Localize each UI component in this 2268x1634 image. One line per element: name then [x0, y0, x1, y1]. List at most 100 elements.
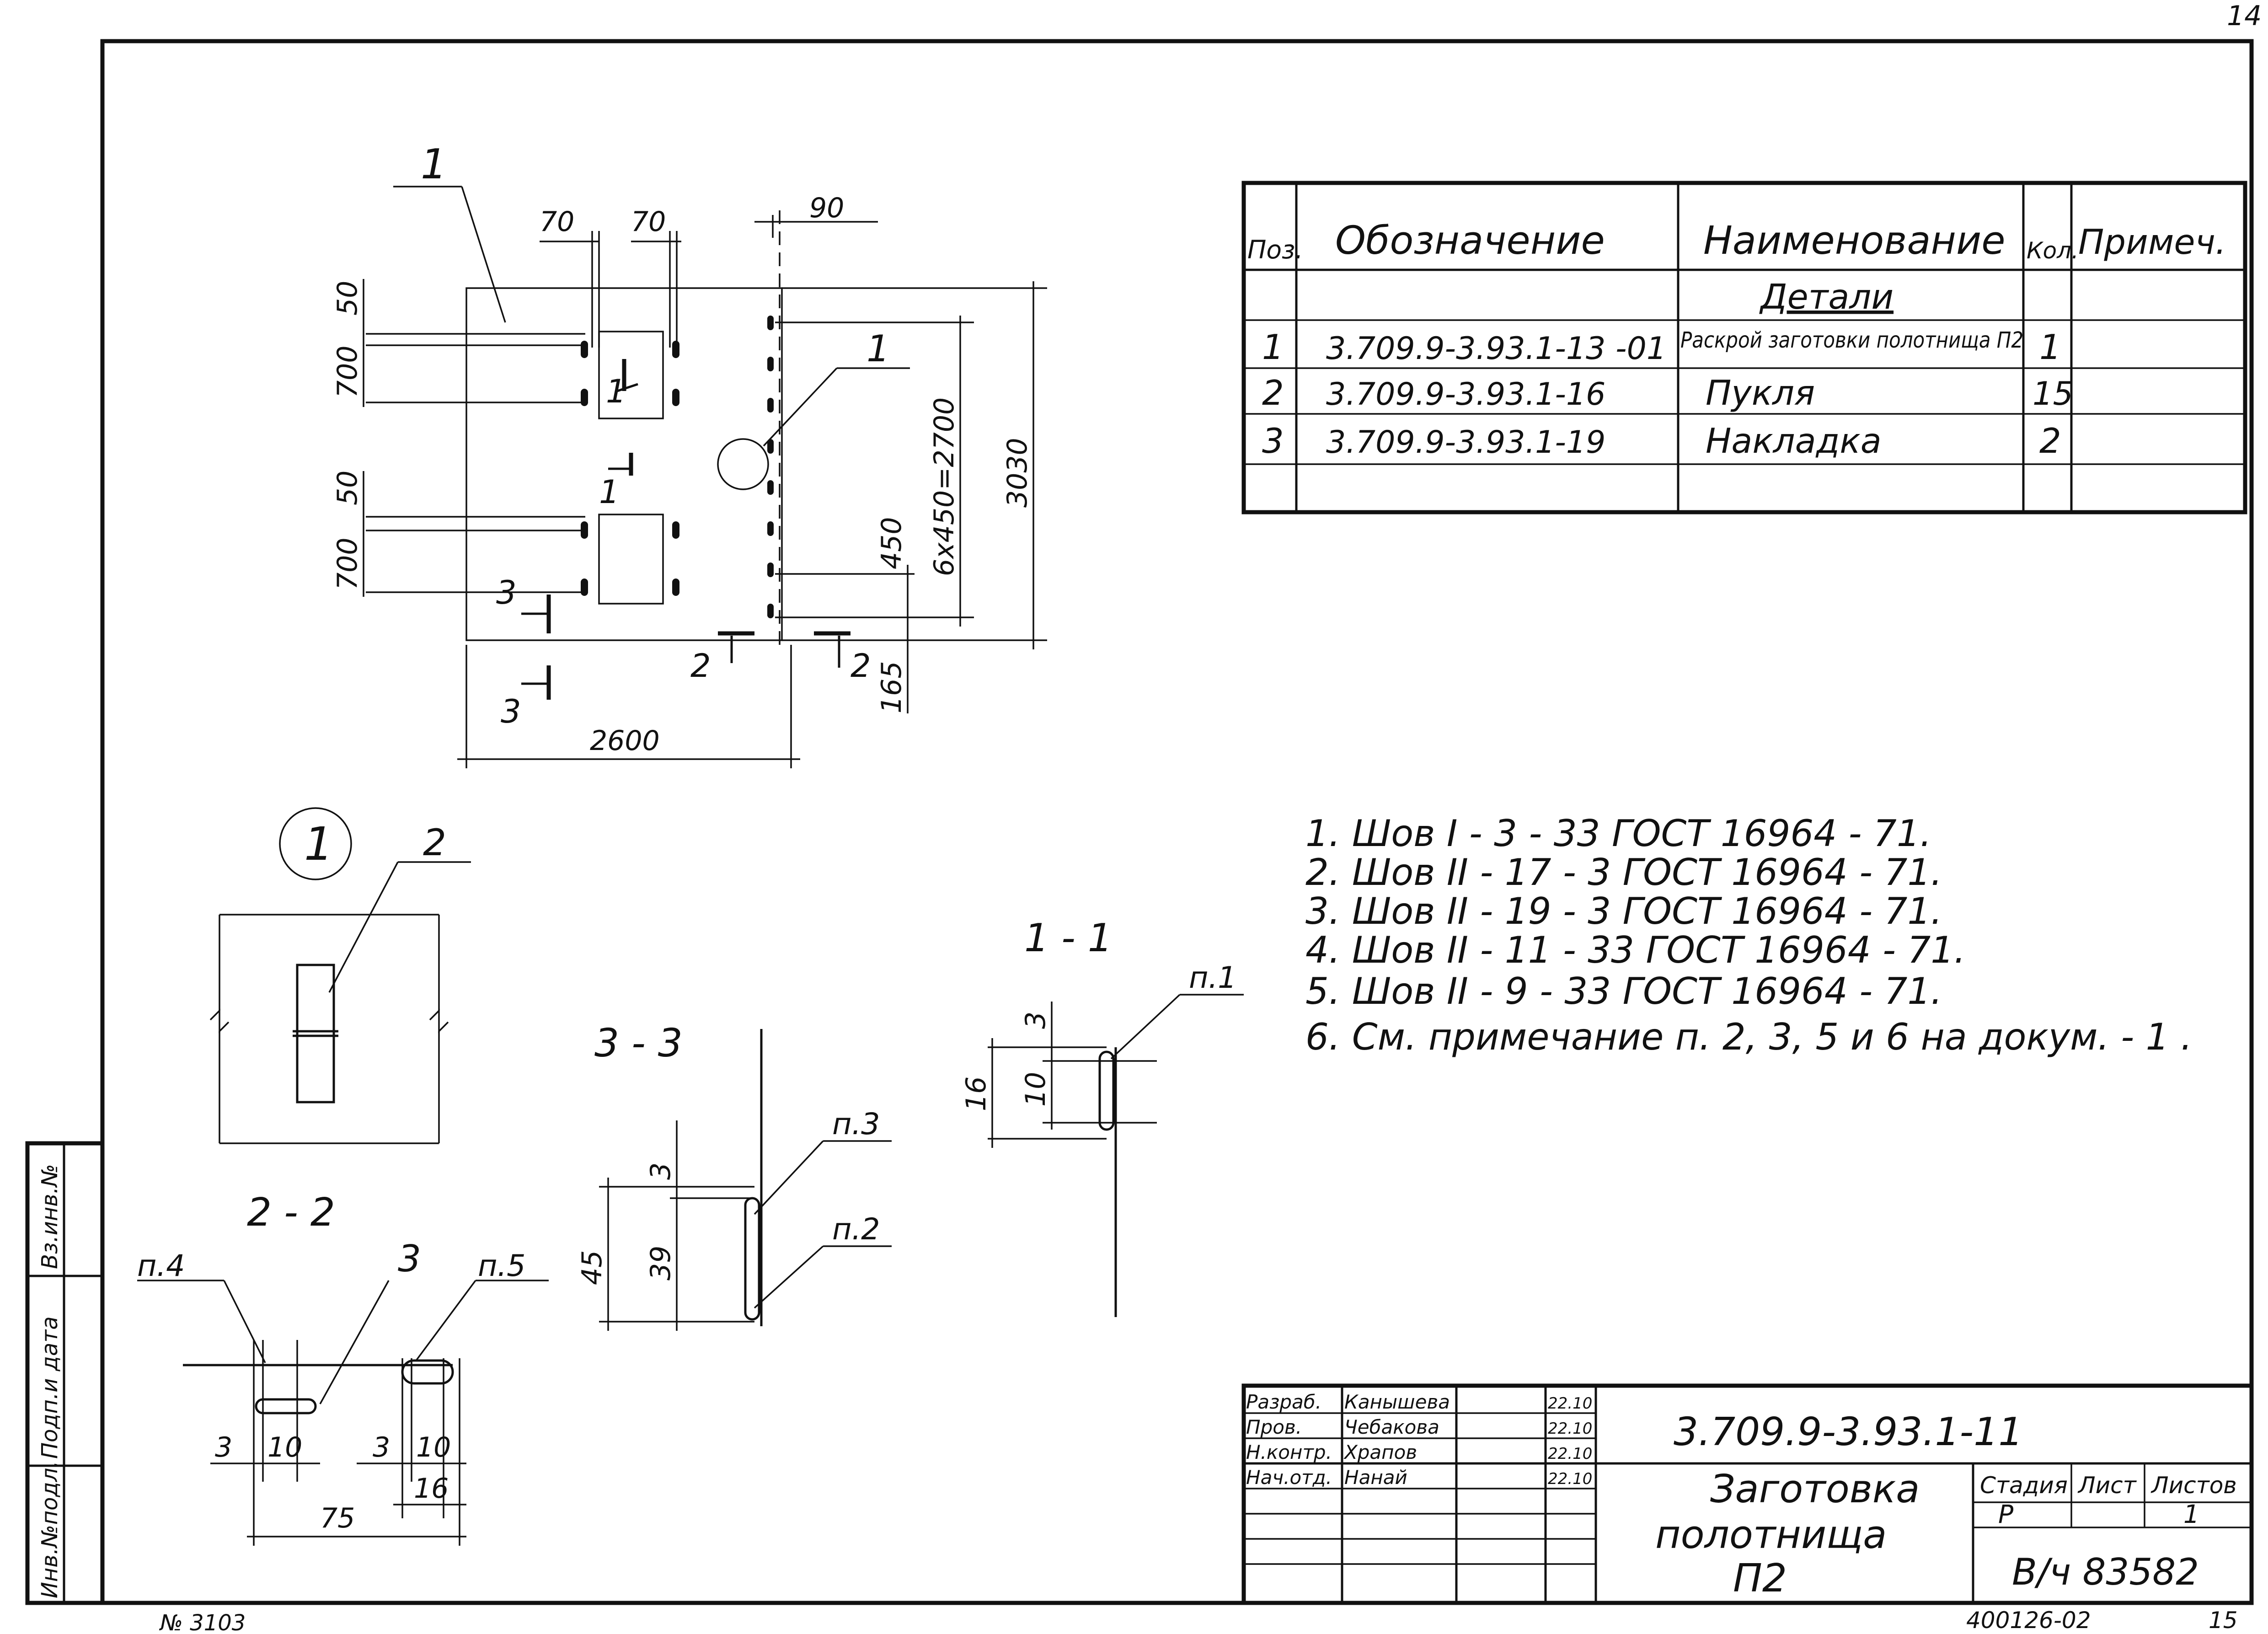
header-qty: Кол.: [2027, 237, 2079, 264]
svg-text:3.709.9-3.93.1-13 -01: 3.709.9-3.93.1-13 -01: [1326, 331, 1666, 367]
svg-text:50: 50: [332, 471, 364, 505]
detail-circle-marker: [717, 438, 769, 490]
section-title: 2 - 2: [247, 1190, 335, 1235]
svg-text:2: 2: [850, 647, 871, 685]
svg-text:3: 3: [373, 1431, 390, 1463]
svg-text:Н.контр.: Н.контр.: [1246, 1441, 1332, 1463]
side-stamp: Инв.№подл. Подп.и дата Вз.инв.№: [25, 1141, 105, 1605]
svg-text:Вз.инв.№: Вз.инв.№: [37, 1164, 63, 1269]
svg-text:п.4: п.4: [137, 1249, 185, 1283]
section-2-2: 2 - 2 п.4 3 п.5 3 10 3 10 16 75: [137, 1190, 549, 1546]
svg-text:2: 2: [1262, 373, 1284, 413]
notes: 1. Шов I - 3 - 33 ГОСТ 16964 - 71. 2. Шо…: [1305, 812, 2192, 1058]
svg-text:Чебакова: Чебакова: [1344, 1416, 1439, 1438]
svg-text:Накладка: Накладка: [1706, 421, 1882, 461]
plan-view: 1 1 1 1 3 3 2 2 70 70: [332, 140, 1047, 768]
note-5: 5. Шов II - 9 - 33 ГОСТ 16964 - 71.: [1305, 970, 1942, 1013]
svg-text:Листов: Листов: [2150, 1472, 2237, 1499]
svg-text:39: 39: [645, 1246, 677, 1280]
group-title: Детали: [1759, 277, 1894, 317]
svg-text:2: 2: [690, 647, 711, 685]
svg-text:10: 10: [416, 1431, 451, 1463]
footer-page: 15: [2209, 1607, 2238, 1634]
svg-text:15: 15: [2033, 375, 2073, 413]
svg-text:3: 3: [1262, 421, 1284, 461]
section-1-1: 1 - 1 п.1 3 16 10: [960, 916, 1244, 1317]
svg-text:450: 450: [876, 517, 908, 569]
svg-text:70: 70: [540, 206, 574, 238]
svg-text:3.709.9-3.93.1-16: 3.709.9-3.93.1-16: [1326, 376, 1605, 413]
handwritten-note: № 3103: [159, 1610, 246, 1634]
sheet-frame: [100, 39, 2254, 1605]
svg-text:75: 75: [320, 1502, 355, 1534]
svg-text:700: 700: [332, 537, 364, 590]
svg-text:Подп.и дата: Подп.и дата: [37, 1316, 63, 1459]
spec-table: Поз. Обозначение Наименование Кол. Приме…: [1241, 181, 2247, 514]
svg-text:Пукля: Пукля: [1706, 373, 1815, 413]
svg-text:Инв.№подл.: Инв.№подл.: [37, 1461, 63, 1598]
svg-text:2: 2: [423, 821, 446, 864]
svg-text:3: 3: [398, 1238, 421, 1280]
svg-text:2600: 2600: [590, 725, 660, 757]
svg-text:п.1: п.1: [1189, 961, 1237, 995]
svg-text:Лист: Лист: [2077, 1472, 2137, 1499]
svg-text:10: 10: [267, 1431, 302, 1463]
svg-text:22.10: 22.10: [1548, 1394, 1592, 1413]
svg-text:1: 1: [2039, 327, 2061, 367]
slots: [581, 316, 774, 618]
svg-text:Р: Р: [1998, 1500, 2014, 1529]
svg-text:Раскрой заготовки полотнища П2: Раскрой заготовки полотнища П2: [1680, 327, 2023, 353]
svg-text:50: 50: [332, 281, 364, 316]
svg-text:16: 16: [414, 1473, 449, 1505]
section-3-3: 3 - 3 п.3 п.2 3 45 39: [576, 1021, 892, 1331]
footer-code: 400126-02: [1966, 1607, 2091, 1634]
note-2: 2. Шов II - 17 - 3 ГОСТ 16964 - 71.: [1305, 851, 1942, 894]
svg-text:Нанай: Нанай: [1344, 1466, 1407, 1489]
section-title: 1 - 1: [1024, 916, 1113, 961]
svg-text:2: 2: [2039, 421, 2061, 461]
title-block: Разраб. Канышева 22.10 Пров. Чебакова 22…: [1241, 1383, 2254, 1605]
svg-text:3.709.9-3.93.1-19: 3.709.9-3.93.1-19: [1326, 424, 1605, 461]
svg-text:Пров.: Пров.: [1246, 1416, 1302, 1438]
svg-text:70: 70: [631, 206, 666, 238]
svg-text:45: 45: [576, 1250, 608, 1285]
svg-text:1: 1: [1262, 327, 1284, 367]
svg-text:90: 90: [809, 192, 844, 224]
corner-number: 14: [2227, 0, 2262, 32]
blank-outline: [465, 287, 783, 641]
svg-text:п.3: п.3: [832, 1107, 880, 1141]
svg-text:16: 16: [960, 1077, 992, 1111]
svg-text:Нач.отд.: Нач.отд.: [1246, 1466, 1332, 1489]
title-line-3: П2: [1733, 1556, 1787, 1601]
archive-number: В/ч 83582: [2012, 1551, 2199, 1593]
svg-text:3: 3: [215, 1431, 232, 1463]
svg-text:10: 10: [1020, 1072, 1052, 1107]
cutout-upper: [598, 331, 664, 419]
section-title: 3 - 3: [594, 1021, 683, 1066]
svg-text:Стадия: Стадия: [1980, 1472, 2068, 1499]
doc-code: 3.709.9-3.93.1-11: [1674, 1409, 2023, 1455]
header-pos: Поз.: [1247, 235, 1303, 264]
svg-text:1: 1: [2183, 1500, 2199, 1529]
cutout-lower: [598, 514, 664, 605]
svg-text:22.10: 22.10: [1548, 1420, 1592, 1438]
title-line-2: полотнища: [1655, 1512, 1887, 1558]
svg-text:п.5: п.5: [478, 1249, 526, 1283]
detail-1: 1 2: [209, 807, 471, 1144]
title-line-1: Заготовка: [1710, 1467, 1920, 1512]
svg-text:Разраб.: Разраб.: [1246, 1391, 1321, 1413]
detail-callout-label: 1: [867, 327, 890, 370]
svg-text:6x450=2700: 6x450=2700: [928, 397, 960, 576]
blank-callout-label: 1: [421, 140, 447, 188]
svg-text:22.10: 22.10: [1548, 1445, 1592, 1463]
svg-text:165: 165: [876, 661, 908, 713]
header-name: Наименование: [1703, 218, 2006, 263]
svg-text:3: 3: [645, 1163, 677, 1180]
note-3: 3. Шов II - 19 - 3 ГОСТ 16964 - 71.: [1305, 890, 1942, 932]
header-note: Примеч.: [2078, 222, 2226, 262]
header-designation: Обозначение: [1335, 218, 1605, 263]
svg-text:22.10: 22.10: [1548, 1470, 1592, 1488]
svg-text:1: 1: [599, 473, 620, 511]
svg-text:п.2: п.2: [832, 1212, 880, 1247]
